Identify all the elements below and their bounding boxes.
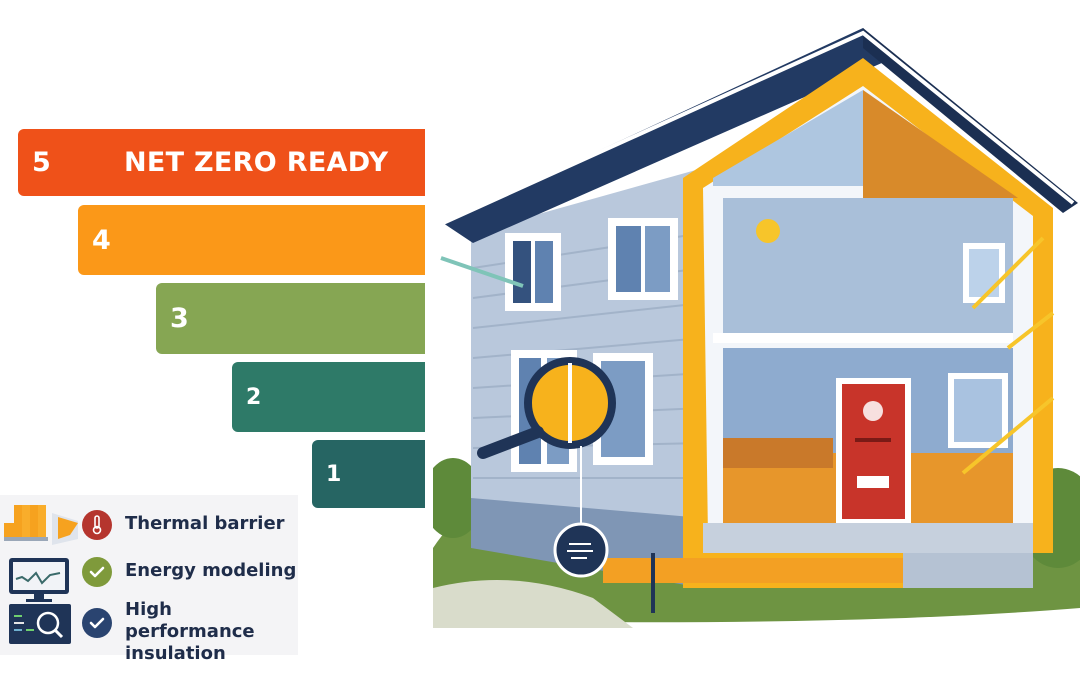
level-3-bar: 3	[156, 283, 425, 354]
level-1-number: 1	[326, 461, 342, 487]
thermometer-icon	[92, 515, 102, 535]
level-4-bar: 4	[78, 205, 425, 275]
level-2-number: 2	[246, 384, 262, 410]
feature-insulation-line1: High performance	[125, 599, 255, 642]
level-3-number: 3	[170, 303, 189, 334]
level-5-label: NET ZERO READY	[124, 147, 389, 178]
level-1-bar: 1	[312, 440, 425, 508]
dashboard-magnifier-icon	[9, 604, 71, 644]
feature-thermal-barrier: Thermal barrier	[125, 513, 285, 534]
level-5-bar: 5 NET ZERO READY	[18, 129, 425, 196]
energy-badge	[82, 557, 112, 587]
features-panel: Thermal barrier Energy modeling High per…	[0, 495, 298, 664]
feature-insulation-line2: insulation	[125, 643, 226, 664]
monitor-chart-icon	[9, 558, 69, 602]
check-icon	[89, 617, 105, 629]
check-icon	[89, 566, 105, 578]
level-4-number: 4	[92, 224, 111, 256]
level-5-number: 5	[32, 147, 51, 178]
feature-energy-modeling: Energy modeling	[125, 560, 297, 581]
thermal-badge	[82, 510, 112, 540]
house-cutaway-illustration	[433, 28, 1080, 628]
insulation-badge	[82, 608, 112, 638]
insulation-blocks-icon	[4, 505, 78, 545]
level-2-bar: 2	[232, 362, 425, 432]
